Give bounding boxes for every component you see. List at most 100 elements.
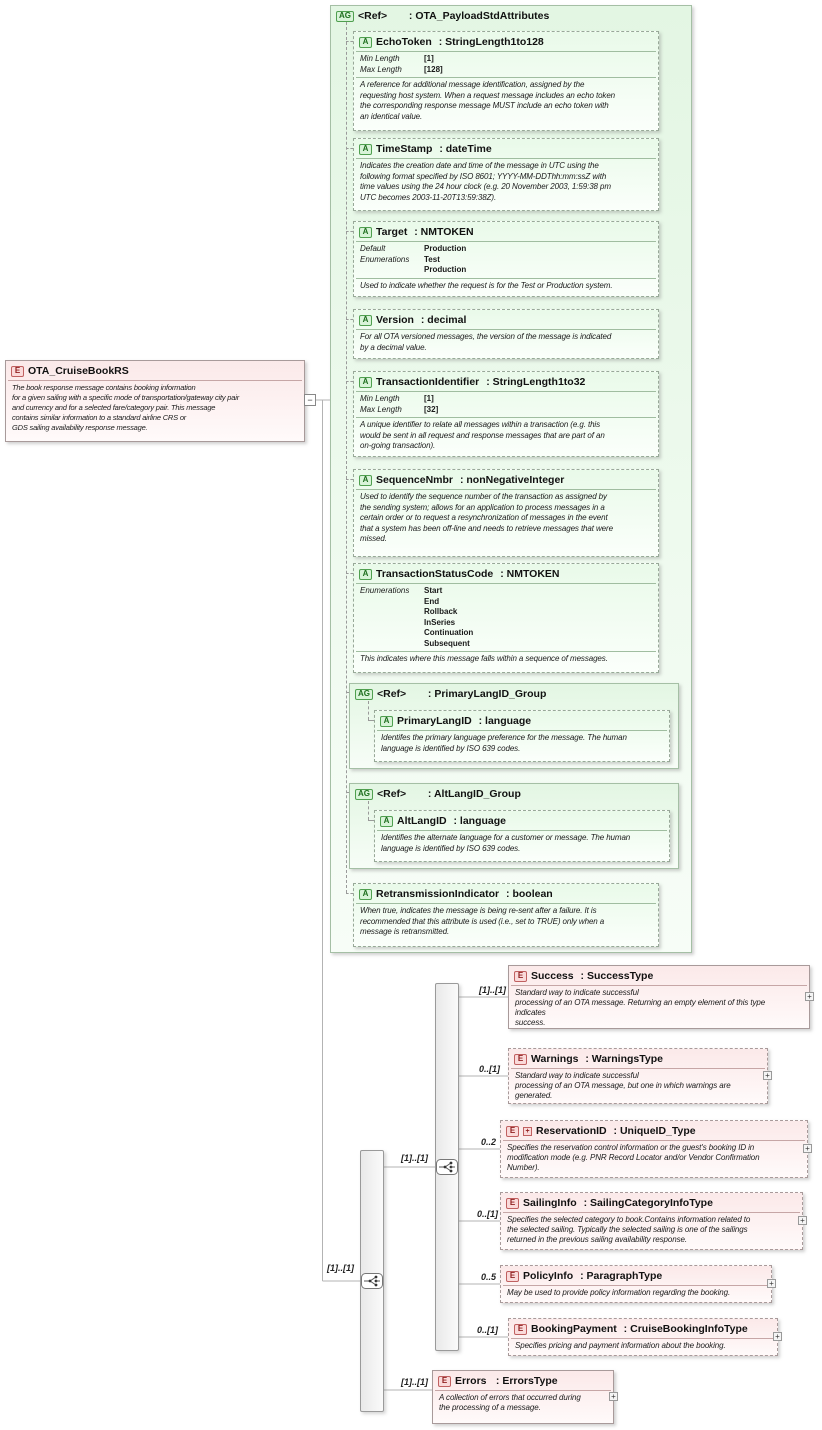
expand-toggle[interactable]: + xyxy=(763,1071,772,1080)
element-box-sailinginfo[interactable]: E SailingInfo SailingCategoryInfoType Sp… xyxy=(500,1192,807,1250)
group-connector xyxy=(368,801,369,820)
element-box-errors[interactable]: E Errors ErrorsType A collection of erro… xyxy=(432,1370,618,1424)
element-icon: E xyxy=(11,365,24,377)
element-icon: E xyxy=(506,1197,519,1209)
expand-toggle[interactable]: + xyxy=(609,1392,618,1401)
cardinality-label: [1]..[1] xyxy=(401,1377,428,1387)
element-description: The book response message contains booki… xyxy=(8,380,302,436)
group-connector-stub xyxy=(346,792,349,793)
facet-label: Max Length xyxy=(360,404,402,414)
attribute-box-timestamp[interactable]: A TimeStamp dateTime Indicates the creat… xyxy=(353,138,659,211)
element-header: E Errors ErrorsType xyxy=(433,1371,613,1390)
attribute-group-header: AG <Ref> AltLangID_Group xyxy=(350,784,678,803)
attribute-header: A TimeStamp dateTime xyxy=(354,139,658,158)
attribute-type: language xyxy=(476,715,531,727)
attribute-group-box-primarylangid-group[interactable]: AG <Ref> PrimaryLangID_Group A PrimaryLa… xyxy=(349,683,679,769)
cardinality-label: 0..[1] xyxy=(477,1325,499,1335)
attribute-group-ref: <Ref> xyxy=(377,688,407,700)
element-box-bookingpayment[interactable]: E BookingPayment CruiseBookingInfoType S… xyxy=(508,1318,782,1356)
element-icon: E xyxy=(506,1270,519,1282)
attribute-type: decimal xyxy=(418,314,466,326)
attribute-group-ref: <Ref> xyxy=(377,788,407,800)
element-description: Standard way to indicate successful proc… xyxy=(511,1068,765,1104)
attribute-description: Used to indicate whether the request is … xyxy=(356,277,656,295)
group-connector-stub xyxy=(346,381,353,382)
attribute-name: Version xyxy=(376,314,414,326)
element-type: SuccessType xyxy=(578,970,653,982)
element-icon: E xyxy=(506,1125,519,1137)
facet-value: Production xyxy=(424,244,467,253)
element-box-policyinfo[interactable]: E PolicyInfo ParagraphType May be used t… xyxy=(500,1265,776,1303)
attribute-name: RetransmissionIndicator xyxy=(376,888,500,900)
facet-value: Test Production xyxy=(424,254,467,275)
cardinality-label: 0..2 xyxy=(481,1137,497,1147)
facet-value: [1] xyxy=(424,54,434,63)
attribute-type: NMTOKEN xyxy=(411,226,474,238)
facet-value: [1] xyxy=(424,394,434,403)
facet-label: Enumerations xyxy=(360,586,410,595)
attribute-icon: A xyxy=(359,314,372,326)
cardinality-label: [1]..[1] xyxy=(401,1153,428,1163)
element-header: E OTA_CruiseBookRS xyxy=(6,361,304,380)
attribute-group-box-payloadstdattributes[interactable]: AG <Ref> OTA_PayloadStdAttributes A Echo… xyxy=(330,5,692,953)
cardinality-label: 0..[1] xyxy=(479,1064,501,1074)
attribute-icon: A xyxy=(380,815,393,827)
attribute-description: For all OTA versioned messages, the vers… xyxy=(356,329,656,356)
attribute-header: A RetransmissionIndicator boolean xyxy=(354,884,658,903)
element-icon: E xyxy=(438,1375,451,1387)
element-name: BookingPayment xyxy=(531,1323,617,1335)
attribute-type: boolean xyxy=(503,888,552,900)
element-name: PolicyInfo xyxy=(523,1270,574,1282)
element-icon: E xyxy=(514,1323,527,1335)
facet-label: Enumerations xyxy=(360,254,410,264)
element-type: ParagraphType xyxy=(577,1270,663,1282)
attribute-box-echotoken[interactable]: A EchoToken StringLength1to128 Min Lengt… xyxy=(353,31,659,131)
attribute-name: SequenceNmbr xyxy=(376,474,454,486)
attribute-group-name: OTA_PayloadStdAttributes xyxy=(406,10,549,22)
collapse-toggle[interactable]: − xyxy=(304,394,316,406)
attribute-box-transactionidentifier[interactable]: A TransactionIdentifier StringLength1to3… xyxy=(353,371,659,457)
facet-label: Min Length xyxy=(360,394,400,403)
expand-toggle[interactable]: + xyxy=(773,1332,782,1341)
attribute-box-retransmissionindicator[interactable]: A RetransmissionIndicator boolean When t… xyxy=(353,883,659,947)
attribute-group-ref: <Ref> xyxy=(358,10,388,22)
element-box-warnings[interactable]: E Warnings WarningsType Standard way to … xyxy=(508,1048,772,1104)
attribute-header: A Version decimal xyxy=(354,310,658,329)
attribute-box-version[interactable]: A Version decimal For all OTA versioned … xyxy=(353,309,659,359)
element-description: May be used to provide policy informatio… xyxy=(503,1285,769,1301)
expand-toggle[interactable]: + xyxy=(805,992,814,1001)
expand-toggle[interactable]: + xyxy=(798,1216,807,1225)
element-name: ReservationID xyxy=(536,1125,607,1137)
group-connector-stub xyxy=(346,692,349,693)
attribute-box-altlangid[interactable]: A AltLangID language Identifies the alte… xyxy=(374,810,670,862)
attribute-group-name: PrimaryLangID_Group xyxy=(425,688,546,700)
cardinality-label: [1]..[1] xyxy=(479,985,506,995)
cardinality-label: 0..5 xyxy=(481,1272,497,1282)
attribute-box-primarylangid[interactable]: A PrimaryLangID language Identifes the p… xyxy=(374,710,670,762)
attribute-icon: A xyxy=(359,36,372,48)
attribute-description: A unique identifier to relate all messag… xyxy=(356,417,656,455)
element-description: Specifies the reservation control inform… xyxy=(503,1140,805,1176)
element-name: Warnings xyxy=(531,1053,579,1065)
element-box-success[interactable]: E Success SuccessType Standard way to in… xyxy=(508,965,814,1029)
compositor-icon[interactable] xyxy=(361,1273,383,1289)
attribute-header: A TransactionIdentifier StringLength1to3… xyxy=(354,372,658,391)
group-connector xyxy=(346,22,347,893)
attribute-icon: A xyxy=(359,376,372,388)
expand-toggle[interactable]: + xyxy=(767,1279,776,1288)
compositor-icon[interactable] xyxy=(436,1159,458,1175)
cardinality-label: 0..[1] xyxy=(477,1209,499,1219)
attribute-description: This indicates where this message falls … xyxy=(356,651,656,668)
attribute-header: A Target NMTOKEN xyxy=(354,222,658,241)
attribute-box-sequencenmbr[interactable]: A SequenceNmbr nonNegativeInteger Used t… xyxy=(353,469,659,557)
expand-toggle[interactable]: + xyxy=(803,1144,812,1153)
attribute-group-icon: AG xyxy=(355,788,373,800)
attribute-box-transactionstatuscode[interactable]: A TransactionStatusCode NMTOKEN Enumerat… xyxy=(353,563,659,673)
element-header: E PolicyInfo ParagraphType xyxy=(501,1266,771,1285)
attribute-group-box-altlangid-group[interactable]: AG <Ref> AltLangID_Group A AltLangID lan… xyxy=(349,783,679,869)
attribute-group-header: AG <Ref> OTA_PayloadStdAttributes xyxy=(331,6,691,25)
element-box-reservationid[interactable]: E + ReservationID UniqueID_Type Specifie… xyxy=(500,1120,812,1178)
element-box-ota-cruisebookrs[interactable]: E OTA_CruiseBookRS The book response mes… xyxy=(5,360,305,442)
